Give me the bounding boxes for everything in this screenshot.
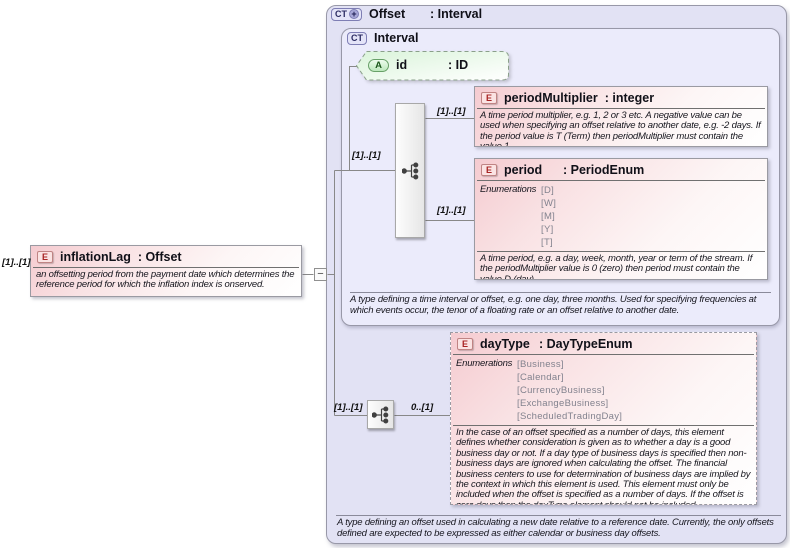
cardinality-offset-sequence: [1]..[1] <box>334 402 363 413</box>
enum-value: [CurrencyBusiness] <box>517 385 605 396</box>
element-badge-icon: E <box>481 92 497 104</box>
sequence-icon <box>372 406 389 423</box>
interval-type-description: A type defining a time interval or offse… <box>350 294 757 316</box>
element-badge-icon: E <box>481 164 497 176</box>
element-daytype[interactable]: E dayType : DayTypeEnum Enumerations [Bu… <box>450 332 757 505</box>
attribute-badge-icon: A <box>368 59 389 72</box>
header-divider <box>453 354 754 355</box>
enum-value: [T] <box>541 237 553 248</box>
enum-value: [Y] <box>541 224 554 235</box>
element-type: : DayTypeEnum <box>539 337 633 351</box>
element-description: an offsetting period from the payment da… <box>36 269 295 291</box>
cardinality-interval-sequence: [1]..[1] <box>352 150 381 161</box>
enum-value: [Business] <box>517 359 564 370</box>
attribute-type: : ID <box>448 58 469 72</box>
enum-value: [ExchangeBusiness] <box>517 398 609 409</box>
element-type: : PeriodEnum <box>563 163 645 177</box>
element-period-header: E period : PeriodEnum <box>475 159 767 180</box>
header-divider <box>33 267 299 268</box>
element-name: periodMultiplier <box>504 91 598 105</box>
enum-value: [W] <box>541 198 557 209</box>
element-badge-icon: E <box>37 251 53 263</box>
element-period[interactable]: E period : PeriodEnum Enumerations [D] [… <box>474 158 768 280</box>
element-daytype-header: E dayType : DayTypeEnum <box>451 333 756 354</box>
element-periodmultiplier[interactable]: E periodMultiplier : integer A time peri… <box>474 86 768 147</box>
element-name: dayType <box>480 337 530 351</box>
complex-type-expand-badge[interactable]: CT+ <box>331 7 362 21</box>
element-name: period <box>504 163 543 177</box>
attribute-shape <box>356 51 509 81</box>
offset-type-description: A type defining an offset used in calcul… <box>337 517 774 539</box>
interval-type-header: CT Interval <box>347 31 418 45</box>
interval-footnote-divider <box>350 292 771 293</box>
interval-sequence-box[interactable] <box>395 103 425 238</box>
offset-type-name: Offset <box>369 7 406 21</box>
complex-type-badge: CT <box>347 31 367 45</box>
enumerations-section: Enumerations [D] [W] [M] [Y] [T] <box>475 181 767 251</box>
element-inflationlag[interactable]: E inflationLag : Offset an offsetting pe… <box>30 245 302 297</box>
interval-type-name: Interval <box>374 31 419 45</box>
header-divider <box>477 108 765 109</box>
enumeration-values: [Business] [Calendar] [CurrencyBusiness]… <box>517 358 622 423</box>
element-description: A time period multiplier, e.g. 1, 2 or 3… <box>480 110 761 147</box>
element-inflationlag-header: E inflationLag : Offset <box>31 246 301 267</box>
ct-badge-label: CT <box>335 9 347 19</box>
element-name: inflationLag <box>60 250 131 264</box>
offset-sequence-box[interactable] <box>367 400 394 429</box>
cardinality-periodmultiplier: [1]..[1] <box>437 106 466 117</box>
sequence-icon <box>401 162 418 179</box>
header-divider <box>477 180 765 181</box>
element-badge-icon: E <box>457 338 473 350</box>
enum-value: [M] <box>541 211 556 222</box>
offset-footnote-divider <box>336 515 781 516</box>
enumerations-label: Enumerations <box>480 184 537 195</box>
element-type: : Offset <box>137 250 182 264</box>
enum-value: [D] <box>541 185 555 196</box>
attribute-id-box[interactable]: A id : ID <box>356 51 513 81</box>
section-divider <box>477 251 765 252</box>
ct-badge-label: CT <box>351 33 363 43</box>
offset-base-type: : Interval <box>430 7 483 21</box>
enumerations-label: Enumerations <box>456 358 513 369</box>
enumeration-values: [D] [W] [M] [Y] [T] <box>541 184 556 249</box>
element-periodmultiplier-header: E periodMultiplier : integer <box>475 87 767 108</box>
cardinality-daytype: 0..[1] <box>411 402 434 413</box>
attribute-name: id <box>396 58 408 72</box>
element-description: A time period, e.g. a day, week, month, … <box>480 253 753 280</box>
expand-plus-icon: + <box>349 9 359 19</box>
section-divider <box>453 425 754 426</box>
cardinality-period: [1]..[1] <box>437 205 466 216</box>
enum-value: [ScheduledTradingDay] <box>517 411 623 422</box>
collapse-button[interactable]: − <box>314 268 327 281</box>
enum-value: [Calendar] <box>517 372 564 383</box>
cardinality-inflationlag: [1]..[1] <box>2 257 31 268</box>
element-description: In the case of an offset specified as a … <box>456 427 751 504</box>
offset-type-header: CT+ Offset : Interval <box>331 7 482 21</box>
element-type: : integer <box>604 91 655 105</box>
enumerations-section: Enumerations [Business] [Calendar] [Curr… <box>451 355 756 425</box>
